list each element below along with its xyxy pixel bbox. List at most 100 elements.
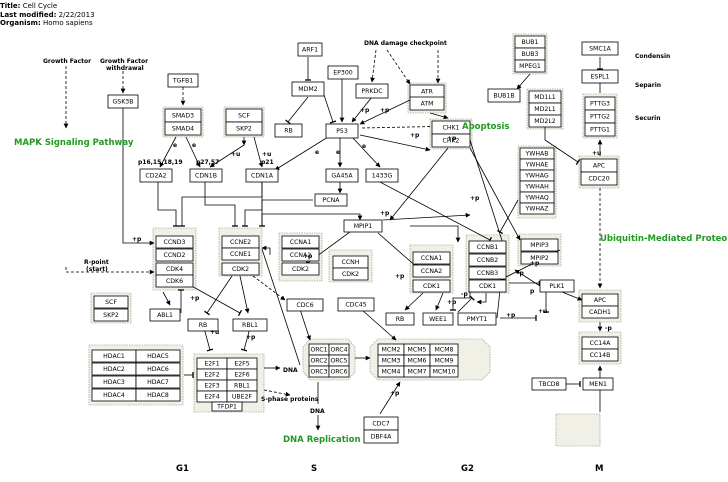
gene-box-mcm7[interactable]: MCM7 xyxy=(403,365,431,378)
gene-box-e2f5[interactable]: E2F5 xyxy=(226,357,258,370)
gene-box-mpip1[interactable]: MPIP1 xyxy=(343,219,383,233)
gene-box-md1l1[interactable]: MD1L1 xyxy=(528,90,562,104)
gene-box-ccne1[interactable]: CCNE1 xyxy=(221,247,260,261)
gene-box-bub1b[interactable]: BUB1B xyxy=(487,88,521,103)
gene-box-orc4[interactable]: ORC4 xyxy=(328,343,350,356)
gene-box-tbcd8[interactable]: TBCD8 xyxy=(531,377,567,391)
gene-box-bub1[interactable]: BUB1 xyxy=(514,35,546,49)
gene-box-smad3[interactable]: SMAD3 xyxy=(164,108,202,123)
gene-box-bub3[interactable]: BUB3 xyxy=(514,47,546,61)
gene-box-pcna[interactable]: PCNA xyxy=(314,193,348,207)
gene-box-pttg1[interactable]: PTTG1 xyxy=(584,122,616,137)
gene-box-ccnh[interactable]: CCNH xyxy=(332,255,369,269)
gene-box-cdk2-a[interactable]: CDK2 xyxy=(221,262,260,276)
link-apoptosis[interactable]: Apoptosis xyxy=(462,122,510,132)
gene-box-cdc6[interactable]: CDC6 xyxy=(286,298,324,312)
gene-box-tgfb1[interactable]: TGFB1 xyxy=(167,73,199,88)
gene-box-orc6[interactable]: ORC6 xyxy=(328,365,350,378)
gene-box-cc14b[interactable]: CC14B xyxy=(581,348,619,362)
gene-box-cdn1a[interactable]: CDN1A xyxy=(245,168,279,183)
gene-box-g1433[interactable]: 1433G xyxy=(365,168,399,183)
gene-box-gsk3b[interactable]: GSK3B xyxy=(107,94,139,109)
gene-box-ywhab[interactable]: YWHAB xyxy=(519,147,555,160)
gene-box-cdn1b[interactable]: CDN1B xyxy=(189,168,223,183)
gene-box-scf-b[interactable]: SCF xyxy=(93,295,129,309)
gene-box-cd2a2[interactable]: CD2A2 xyxy=(139,168,173,183)
gene-box-ga45a[interactable]: GA45A xyxy=(325,168,359,183)
gene-box-ccnd2[interactable]: CCND2 xyxy=(155,248,194,262)
gene-box-ywhaz[interactable]: YWHAZ xyxy=(519,202,555,215)
gene-box-hdac8[interactable]: HDAC8 xyxy=(135,388,181,402)
gene-box-abl1[interactable]: ABL1 xyxy=(149,308,181,322)
gene-box-ccna1-a[interactable]: CCNA1 xyxy=(281,235,320,249)
gene-box-hdac1[interactable]: HDAC1 xyxy=(91,349,137,363)
gene-box-pttg2[interactable]: PTTG2 xyxy=(584,109,616,124)
gene-box-cdc7[interactable]: CDC7 xyxy=(363,416,399,431)
gene-box-mcm10[interactable]: MCM10 xyxy=(429,365,459,378)
gene-box-chk2[interactable]: CHK2 xyxy=(431,133,471,148)
gene-box-e2f2[interactable]: E2F2 xyxy=(196,368,228,381)
link-ubiquitin-proteolysis[interactable]: Ubiquitin-Mediated Proteolysis xyxy=(600,234,728,244)
gene-box-orc2[interactable]: ORC2 xyxy=(308,354,330,367)
gene-box-ywhag[interactable]: YWHAG xyxy=(519,169,555,182)
gene-box-mcm6[interactable]: MCM6 xyxy=(403,354,431,367)
gene-box-hdac5[interactable]: HDAC5 xyxy=(135,349,181,363)
gene-box-orc1[interactable]: ORC1 xyxy=(308,343,330,356)
gene-box-apc-b[interactable]: APC xyxy=(581,293,619,307)
gene-box-atr[interactable]: ATR xyxy=(409,84,445,99)
gene-box-mcm9[interactable]: MCM9 xyxy=(429,354,459,367)
gene-box-ywhaq[interactable]: YWHAQ xyxy=(519,191,555,204)
gene-box-ep300[interactable]: EP300 xyxy=(327,65,359,80)
gene-box-smad4[interactable]: SMAD4 xyxy=(164,121,202,136)
gene-box-mcm5[interactable]: MCM5 xyxy=(403,343,431,356)
gene-box-ccnb1[interactable]: CCNB1 xyxy=(468,240,507,254)
gene-box-md2l1[interactable]: MD2L1 xyxy=(528,102,562,116)
gene-box-ccna2-a[interactable]: CCNA2 xyxy=(281,248,320,262)
gene-box-orc5[interactable]: ORC5 xyxy=(328,354,350,367)
gene-box-cc14a[interactable]: CC14A xyxy=(581,336,619,350)
gene-box-cadh1[interactable]: CADH1 xyxy=(581,305,619,319)
gene-box-rb-c[interactable]: RB xyxy=(385,312,415,326)
gene-box-mdm2[interactable]: MDM2 xyxy=(291,81,325,97)
gene-box-plk1[interactable]: PLK1 xyxy=(539,279,575,293)
link-dna-replication[interactable]: DNA Replication xyxy=(283,435,361,445)
gene-box-e2f4[interactable]: E2F4 xyxy=(196,390,228,403)
gene-box-atm[interactable]: ATM xyxy=(409,96,445,111)
gene-box-ccnd3[interactable]: CCND3 xyxy=(155,235,194,249)
link-mapk-pathway[interactable]: MAPK Signaling Pathway xyxy=(14,138,134,148)
gene-box-md2l2[interactable]: MD2L2 xyxy=(528,114,562,128)
gene-box-pmyt1[interactable]: PMYT1 xyxy=(457,312,497,326)
gene-box-p53[interactable]: P53 xyxy=(325,123,359,139)
gene-box-cdc45[interactable]: CDC45 xyxy=(337,297,375,312)
gene-box-rbl1-b[interactable]: RBL1 xyxy=(226,379,258,392)
gene-box-prkdc[interactable]: PRKDC xyxy=(355,83,389,99)
gene-box-tfdp1[interactable]: TFDP1 xyxy=(211,401,243,412)
gene-box-mpeg1[interactable]: MPEG1 xyxy=(514,59,546,73)
gene-box-rbl1[interactable]: RBL1 xyxy=(232,318,268,332)
gene-box-cdk6[interactable]: CDK6 xyxy=(155,274,194,288)
gene-box-dbf4a[interactable]: DBF4A xyxy=(363,429,399,444)
gene-box-cdk1-a[interactable]: CDK1 xyxy=(412,279,451,293)
gene-box-skp2-a[interactable]: SKP2 xyxy=(225,121,263,136)
gene-box-ccne2[interactable]: CCNE2 xyxy=(221,235,260,249)
gene-box-ccna2-b[interactable]: CCNA2 xyxy=(412,264,451,278)
gene-box-ube2f[interactable]: UBE2F xyxy=(226,390,258,403)
gene-box-hdac6[interactable]: HDAC6 xyxy=(135,362,181,376)
gene-box-pttg3[interactable]: PTTG3 xyxy=(584,96,616,111)
gene-box-hdac7[interactable]: HDAC7 xyxy=(135,375,181,389)
gene-box-cdk2-b[interactable]: CDK2 xyxy=(281,262,320,276)
gene-box-mcm8[interactable]: MCM8 xyxy=(429,343,459,356)
gene-box-skp2-b[interactable]: SKP2 xyxy=(93,308,129,322)
gene-box-scf-a[interactable]: SCF xyxy=(225,108,263,123)
gene-box-hdac3[interactable]: HDAC3 xyxy=(91,375,137,389)
gene-box-cdk1-b[interactable]: CDK1 xyxy=(468,279,507,293)
gene-box-cdc20[interactable]: CDC20 xyxy=(580,171,618,186)
gene-box-ywhae[interactable]: YWHAE xyxy=(519,158,555,171)
gene-box-ccna1-b[interactable]: CCNA1 xyxy=(412,251,451,265)
gene-box-ywhah[interactable]: YWHAH xyxy=(519,180,555,193)
gene-box-cdk4[interactable]: CDK4 xyxy=(155,262,194,276)
gene-box-wee1[interactable]: WEE1 xyxy=(422,312,454,326)
gene-box-ccnb2[interactable]: CCNB2 xyxy=(468,253,507,267)
gene-box-espl1[interactable]: ESPL1 xyxy=(581,69,619,84)
gene-box-rb-a[interactable]: RB xyxy=(274,123,303,138)
